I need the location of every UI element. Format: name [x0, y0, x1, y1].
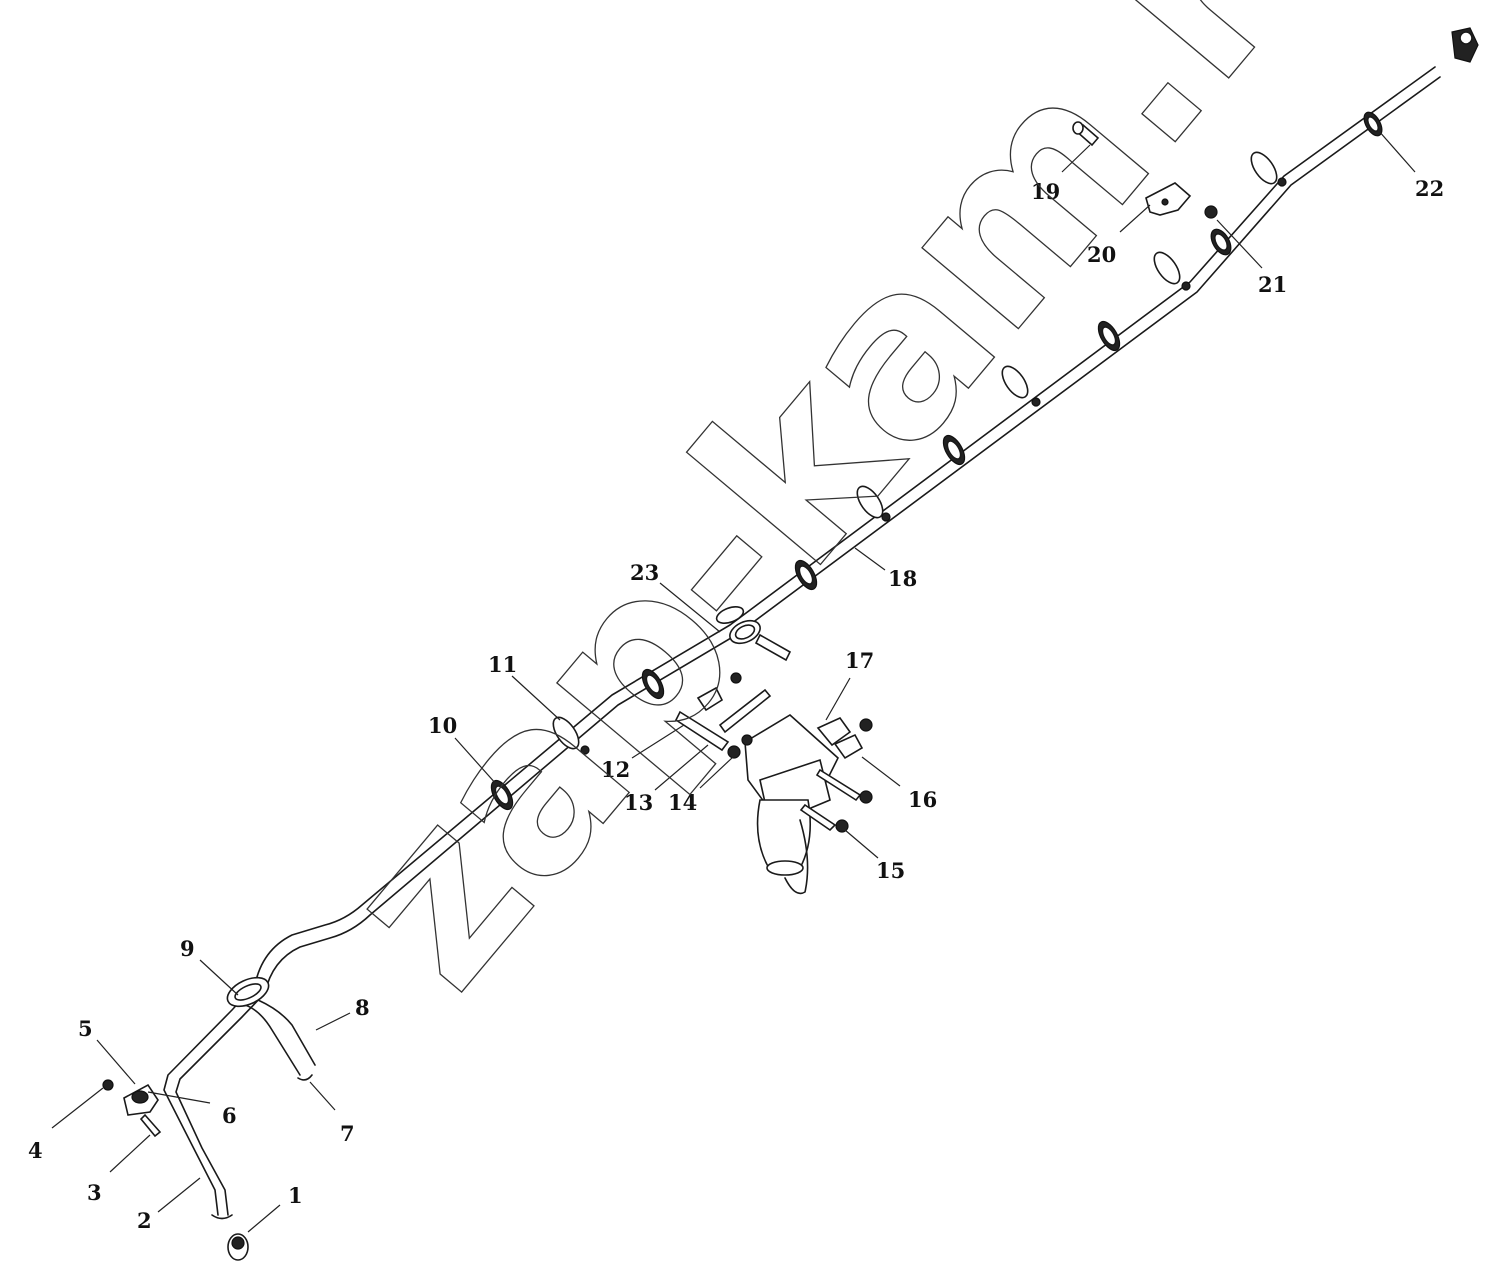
clamp-h [1153, 251, 1191, 291]
callout-1: 1 [288, 1183, 303, 1208]
callout-6: 6 [222, 1103, 237, 1128]
fitting-top [1451, 27, 1479, 63]
callout-14: 14 [668, 790, 697, 815]
clamp-22 [1363, 111, 1383, 137]
callout-17: 17 [845, 648, 874, 673]
callout-22: 22 [1415, 176, 1444, 201]
callout-16: 16 [908, 787, 937, 812]
callout-23: 23 [630, 560, 659, 585]
leader-lines [51, 129, 1416, 1233]
callout-15: 15 [876, 858, 905, 883]
clamp-f [1001, 365, 1041, 407]
callout-8: 8 [355, 995, 370, 1020]
clamp-c [794, 559, 818, 591]
callout-5: 5 [78, 1016, 93, 1041]
callout-19: 19 [1031, 179, 1060, 204]
clamp-11 [552, 716, 590, 755]
callout-21: 21 [1258, 272, 1287, 297]
bolt-19 [1072, 121, 1100, 147]
callout-18: 18 [888, 566, 917, 591]
callout-20: 20 [1087, 242, 1116, 267]
callout-10: 10 [428, 713, 457, 738]
callout-labels: 1 2 3 4 5 6 7 8 9 10 11 12 13 14 15 16 1… [28, 176, 1444, 1233]
nut-21 [1204, 205, 1218, 219]
return-tube-branch [226, 976, 316, 1081]
callout-2: 2 [137, 1208, 152, 1233]
fitting-1 [227, 1233, 249, 1261]
bracket-clamp-5-6 [102, 1079, 162, 1138]
clamp-b [729, 619, 761, 645]
clamp-e [942, 434, 966, 466]
clamp-a [641, 668, 665, 700]
callout-9: 9 [180, 936, 195, 961]
callout-7: 7 [340, 1121, 355, 1146]
callout-13: 13 [624, 790, 653, 815]
callout-3: 3 [87, 1180, 102, 1205]
callout-11: 11 [488, 652, 517, 677]
bracket-20 [1145, 182, 1192, 216]
callout-4: 4 [28, 1138, 43, 1163]
clamp-g [1097, 320, 1121, 352]
clamp-d [856, 485, 891, 522]
callout-12: 12 [601, 757, 630, 782]
fuel-filter-assembly [674, 606, 873, 895]
clamp-i [1250, 151, 1287, 187]
tube-clamps [490, 111, 1383, 811]
clamp-21 [1210, 228, 1232, 256]
